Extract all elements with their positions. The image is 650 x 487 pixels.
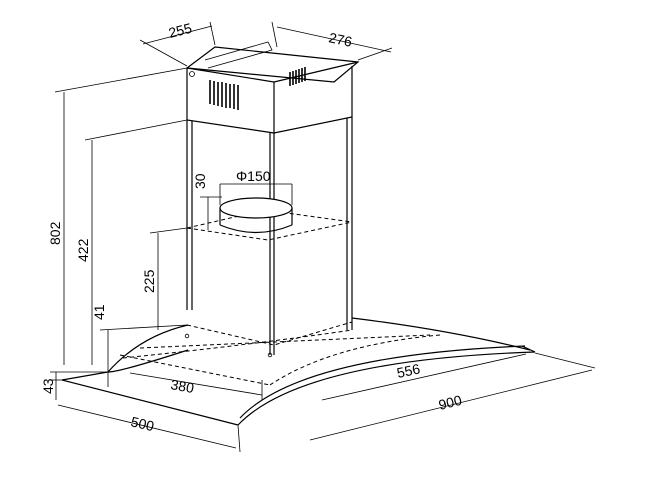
dim-43: 43 xyxy=(40,378,56,394)
dim-500: 500 xyxy=(129,413,156,434)
canopy-glass xyxy=(61,317,536,426)
dim-255: 255 xyxy=(167,20,194,41)
dim-556: 556 xyxy=(395,360,421,381)
vent-slots-left-icon xyxy=(209,80,239,110)
outlet-collar xyxy=(219,197,293,234)
dim-phi-150: Φ150 xyxy=(236,168,271,184)
dim-422: 422 xyxy=(75,238,91,262)
vent-slots-right-icon xyxy=(289,67,306,86)
dim-30: 30 xyxy=(192,173,208,189)
dim-802: 802 xyxy=(47,221,63,245)
dim-900: 900 xyxy=(437,392,464,413)
dim-225: 225 xyxy=(141,269,157,293)
dim-276: 276 xyxy=(327,29,353,50)
dim-41: 41 xyxy=(91,304,107,320)
dimension-lines xyxy=(50,21,596,453)
lower-chimney xyxy=(186,117,353,355)
upper-chimney xyxy=(185,41,360,134)
dim-380: 380 xyxy=(169,376,195,396)
